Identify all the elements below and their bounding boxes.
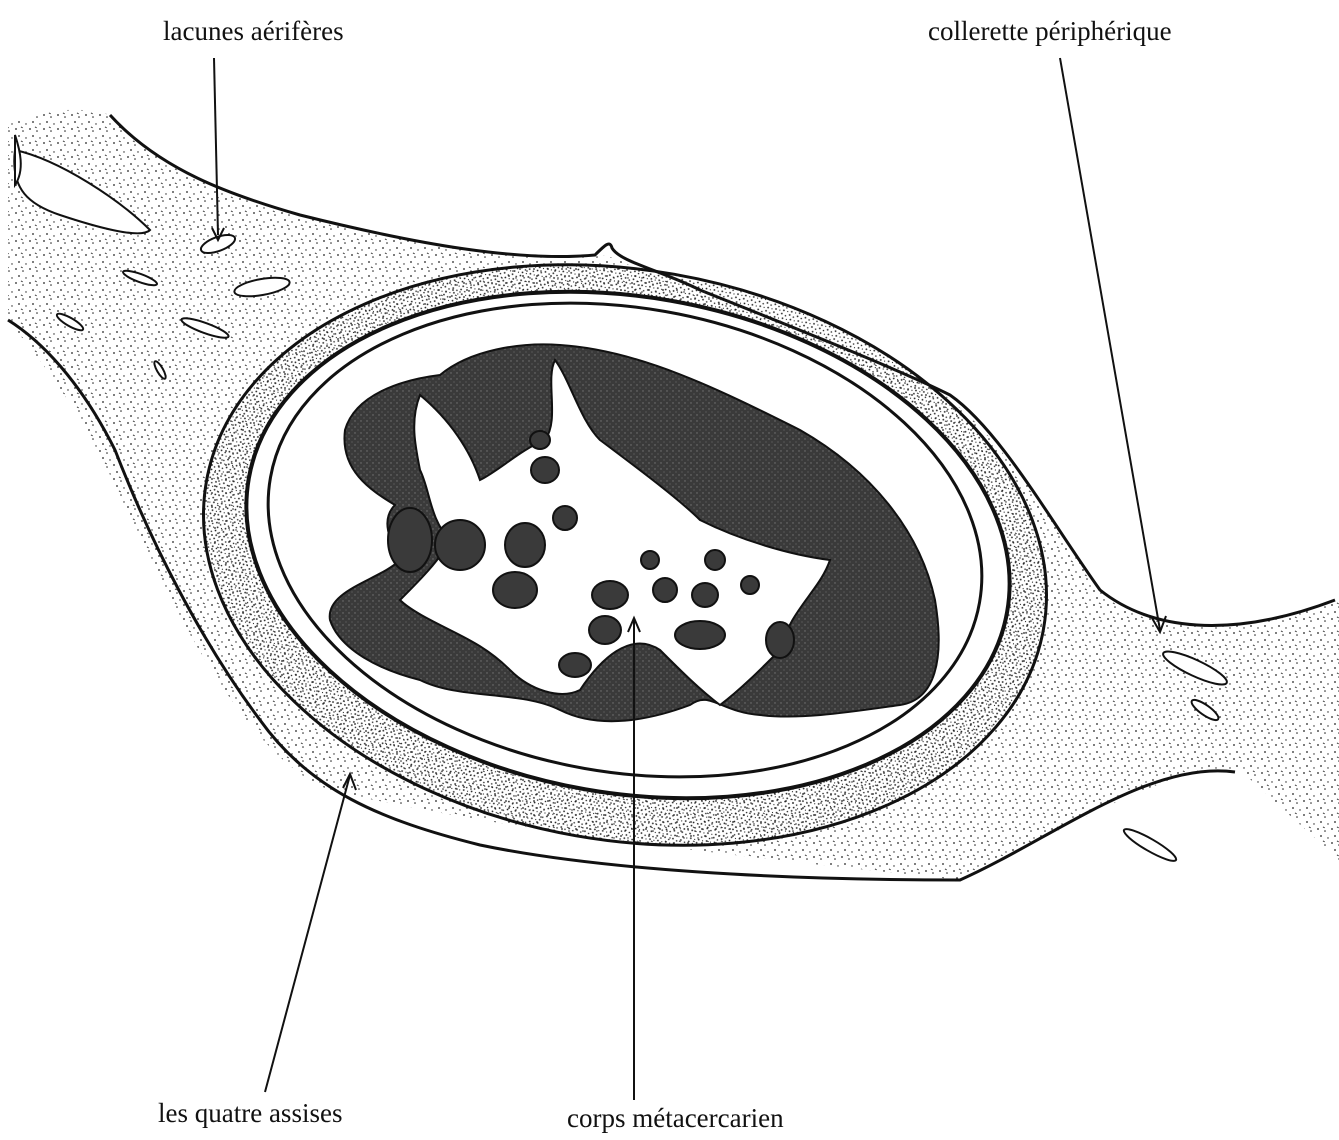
label-les-quatre-assises: les quatre assises bbox=[158, 1100, 342, 1127]
label-collerette-peripherique: collerette périphérique bbox=[928, 18, 1172, 45]
label-corps-metacercarien: corps métacercarien bbox=[567, 1105, 784, 1132]
leader-assises bbox=[265, 775, 350, 1092]
leader-collerette bbox=[1060, 58, 1160, 630]
label-lacunes-aeriferes: lacunes aérifères bbox=[163, 18, 344, 45]
